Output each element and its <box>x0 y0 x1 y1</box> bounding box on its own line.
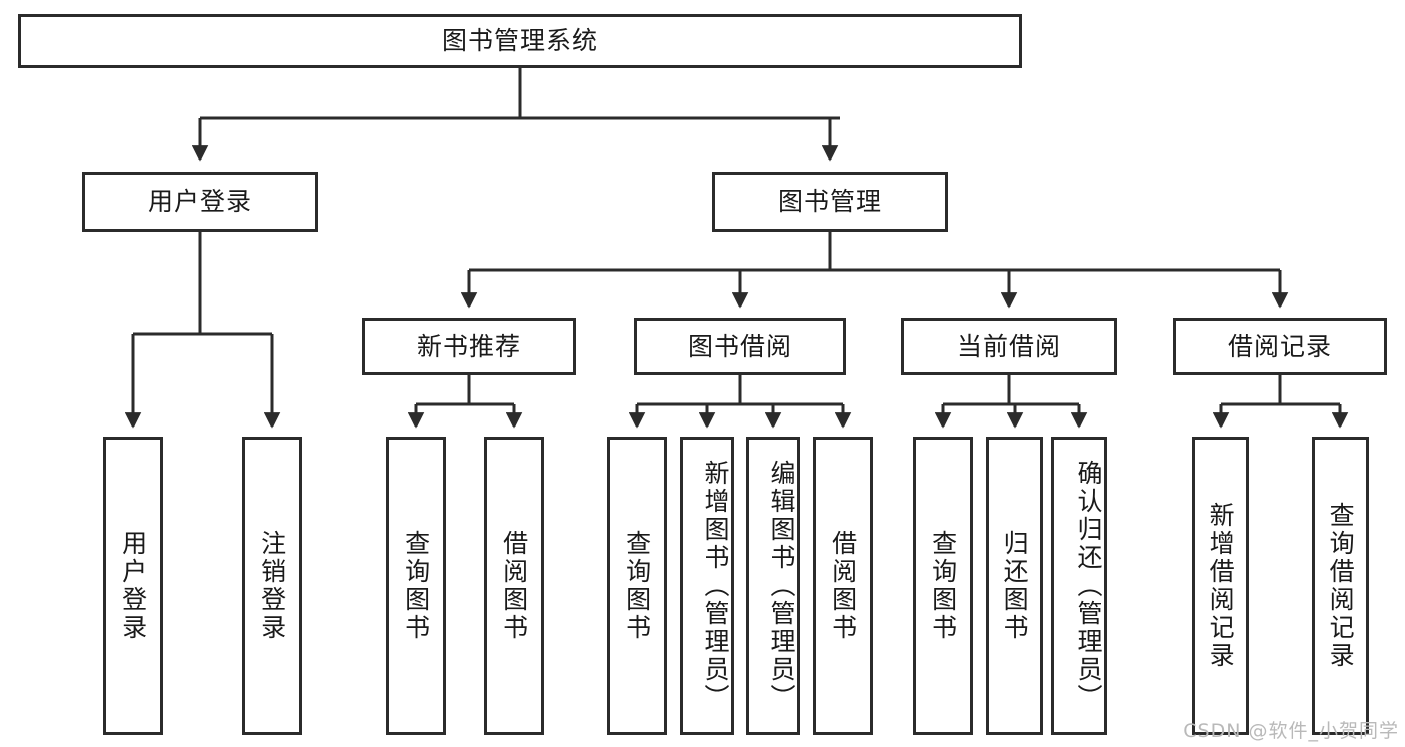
node-leaf-return-book[interactable]: 归还图书 <box>986 437 1043 735</box>
node-leaf-edit-book[interactable]: 编辑图书（管理员） <box>746 437 800 735</box>
node-leaf-query-record-label: 查询借阅记录 <box>1326 502 1356 670</box>
node-leaf-edit-book-label: 编辑图书（管理员） <box>767 460 796 712</box>
node-leaf-query-book-1-label: 查询图书 <box>401 530 431 642</box>
node-leaf-user-login-label: 用户登录 <box>118 530 148 642</box>
node-leaf-query-book-3[interactable]: 查询图书 <box>913 437 973 735</box>
node-current-borrow[interactable]: 当前借阅 <box>901 318 1117 375</box>
node-leaf-borrow-book-1-label: 借阅图书 <box>499 530 529 642</box>
node-leaf-borrow-book-2[interactable]: 借阅图书 <box>813 437 873 735</box>
node-book-manage[interactable]: 图书管理 <box>712 172 948 232</box>
node-new-book-rec[interactable]: 新书推荐 <box>362 318 576 375</box>
node-leaf-logout[interactable]: 注销登录 <box>242 437 302 735</box>
node-leaf-borrow-book-2-label: 借阅图书 <box>828 530 858 642</box>
node-leaf-query-book-1[interactable]: 查询图书 <box>386 437 446 735</box>
node-user-login-label: 用户登录 <box>147 187 252 216</box>
node-leaf-confirm-return-label: 确认归还（管理员） <box>1074 460 1103 712</box>
node-leaf-add-book-label: 新增图书（管理员） <box>701 460 730 712</box>
node-book-borrow[interactable]: 图书借阅 <box>634 318 846 375</box>
node-leaf-borrow-book-1[interactable]: 借阅图书 <box>484 437 544 735</box>
node-leaf-logout-label: 注销登录 <box>257 530 287 642</box>
node-book-manage-label: 图书管理 <box>777 187 882 216</box>
node-leaf-query-book-3-label: 查询图书 <box>928 530 958 642</box>
node-leaf-query-record[interactable]: 查询借阅记录 <box>1312 437 1369 735</box>
node-root-label: 图书管理系统 <box>441 26 598 55</box>
node-leaf-return-book-label: 归还图书 <box>1000 530 1030 642</box>
node-leaf-add-record[interactable]: 新增借阅记录 <box>1192 437 1249 735</box>
node-borrow-record[interactable]: 借阅记录 <box>1173 318 1387 375</box>
node-leaf-query-book-2[interactable]: 查询图书 <box>607 437 667 735</box>
node-leaf-query-book-2-label: 查询图书 <box>622 530 652 642</box>
node-leaf-add-book[interactable]: 新增图书（管理员） <box>680 437 734 735</box>
node-user-login[interactable]: 用户登录 <box>82 172 318 232</box>
node-leaf-add-record-label: 新增借阅记录 <box>1206 502 1236 670</box>
node-book-borrow-label: 图书借阅 <box>687 331 792 361</box>
node-borrow-record-label: 借阅记录 <box>1227 331 1332 361</box>
node-current-borrow-label: 当前借阅 <box>956 331 1061 361</box>
node-root[interactable]: 图书管理系统 <box>18 14 1022 68</box>
node-leaf-user-login[interactable]: 用户登录 <box>103 437 163 735</box>
watermark: CSDN @软件_小贺同学 <box>1183 720 1399 742</box>
node-new-book-rec-label: 新书推荐 <box>416 331 521 361</box>
node-leaf-confirm-return[interactable]: 确认归还（管理员） <box>1051 437 1107 735</box>
